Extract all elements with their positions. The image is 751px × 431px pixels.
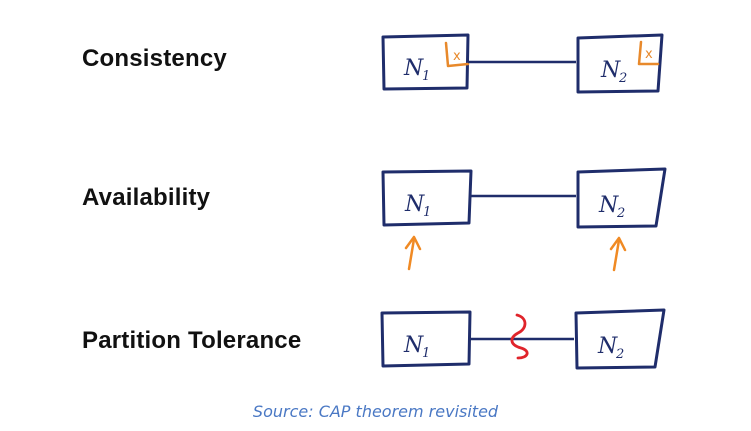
- boxed-x-icon: x: [637, 40, 660, 66]
- availability-node-2: N 2: [576, 167, 667, 229]
- availability-node-1-letter: N: [404, 192, 425, 217]
- partition-row: N 1 N 2: [380, 308, 666, 370]
- consistency-node-2-state: x: [645, 47, 653, 62]
- partition-node-2-letter: N: [597, 334, 618, 359]
- source-caption: Source: CAP theorem revisited: [252, 402, 499, 421]
- squiggle-break-icon: [510, 313, 529, 360]
- consistency-node-1: N 1 x: [381, 33, 470, 91]
- consistency-node-2-sub: 2: [618, 71, 627, 86]
- consistency-node-2-letter: N: [600, 58, 621, 83]
- availability-node-2-sub: 2: [616, 206, 625, 221]
- up-arrow-icon: [404, 235, 422, 271]
- availability-label: Availability: [82, 184, 211, 211]
- partition-node-2-sub: 2: [615, 347, 624, 362]
- consistency-node-1-state: x: [453, 49, 461, 64]
- partition-tolerance-label: Partition Tolerance: [82, 327, 302, 354]
- consistency-label: Consistency: [82, 45, 227, 72]
- availability-row: N 1 N 2: [381, 167, 667, 272]
- up-arrow-icon: [609, 236, 627, 272]
- availability-node-1: N 1: [381, 169, 473, 227]
- partition-node-1-sub: 1: [422, 346, 430, 361]
- availability-node-1-sub: 1: [423, 205, 431, 220]
- partition-node-2: N 2: [574, 308, 666, 370]
- consistency-node-1-sub: 1: [422, 69, 430, 84]
- partition-node-1-letter: N: [403, 333, 424, 358]
- boxed-x-icon: x: [444, 41, 470, 68]
- availability-node-2-letter: N: [598, 193, 619, 218]
- partition-node-1: N 1: [380, 310, 472, 368]
- consistency-node-1-letter: N: [403, 56, 424, 81]
- consistency-node-2: N 2 x: [576, 33, 664, 94]
- consistency-row: N 1 x N 2 x: [381, 33, 664, 94]
